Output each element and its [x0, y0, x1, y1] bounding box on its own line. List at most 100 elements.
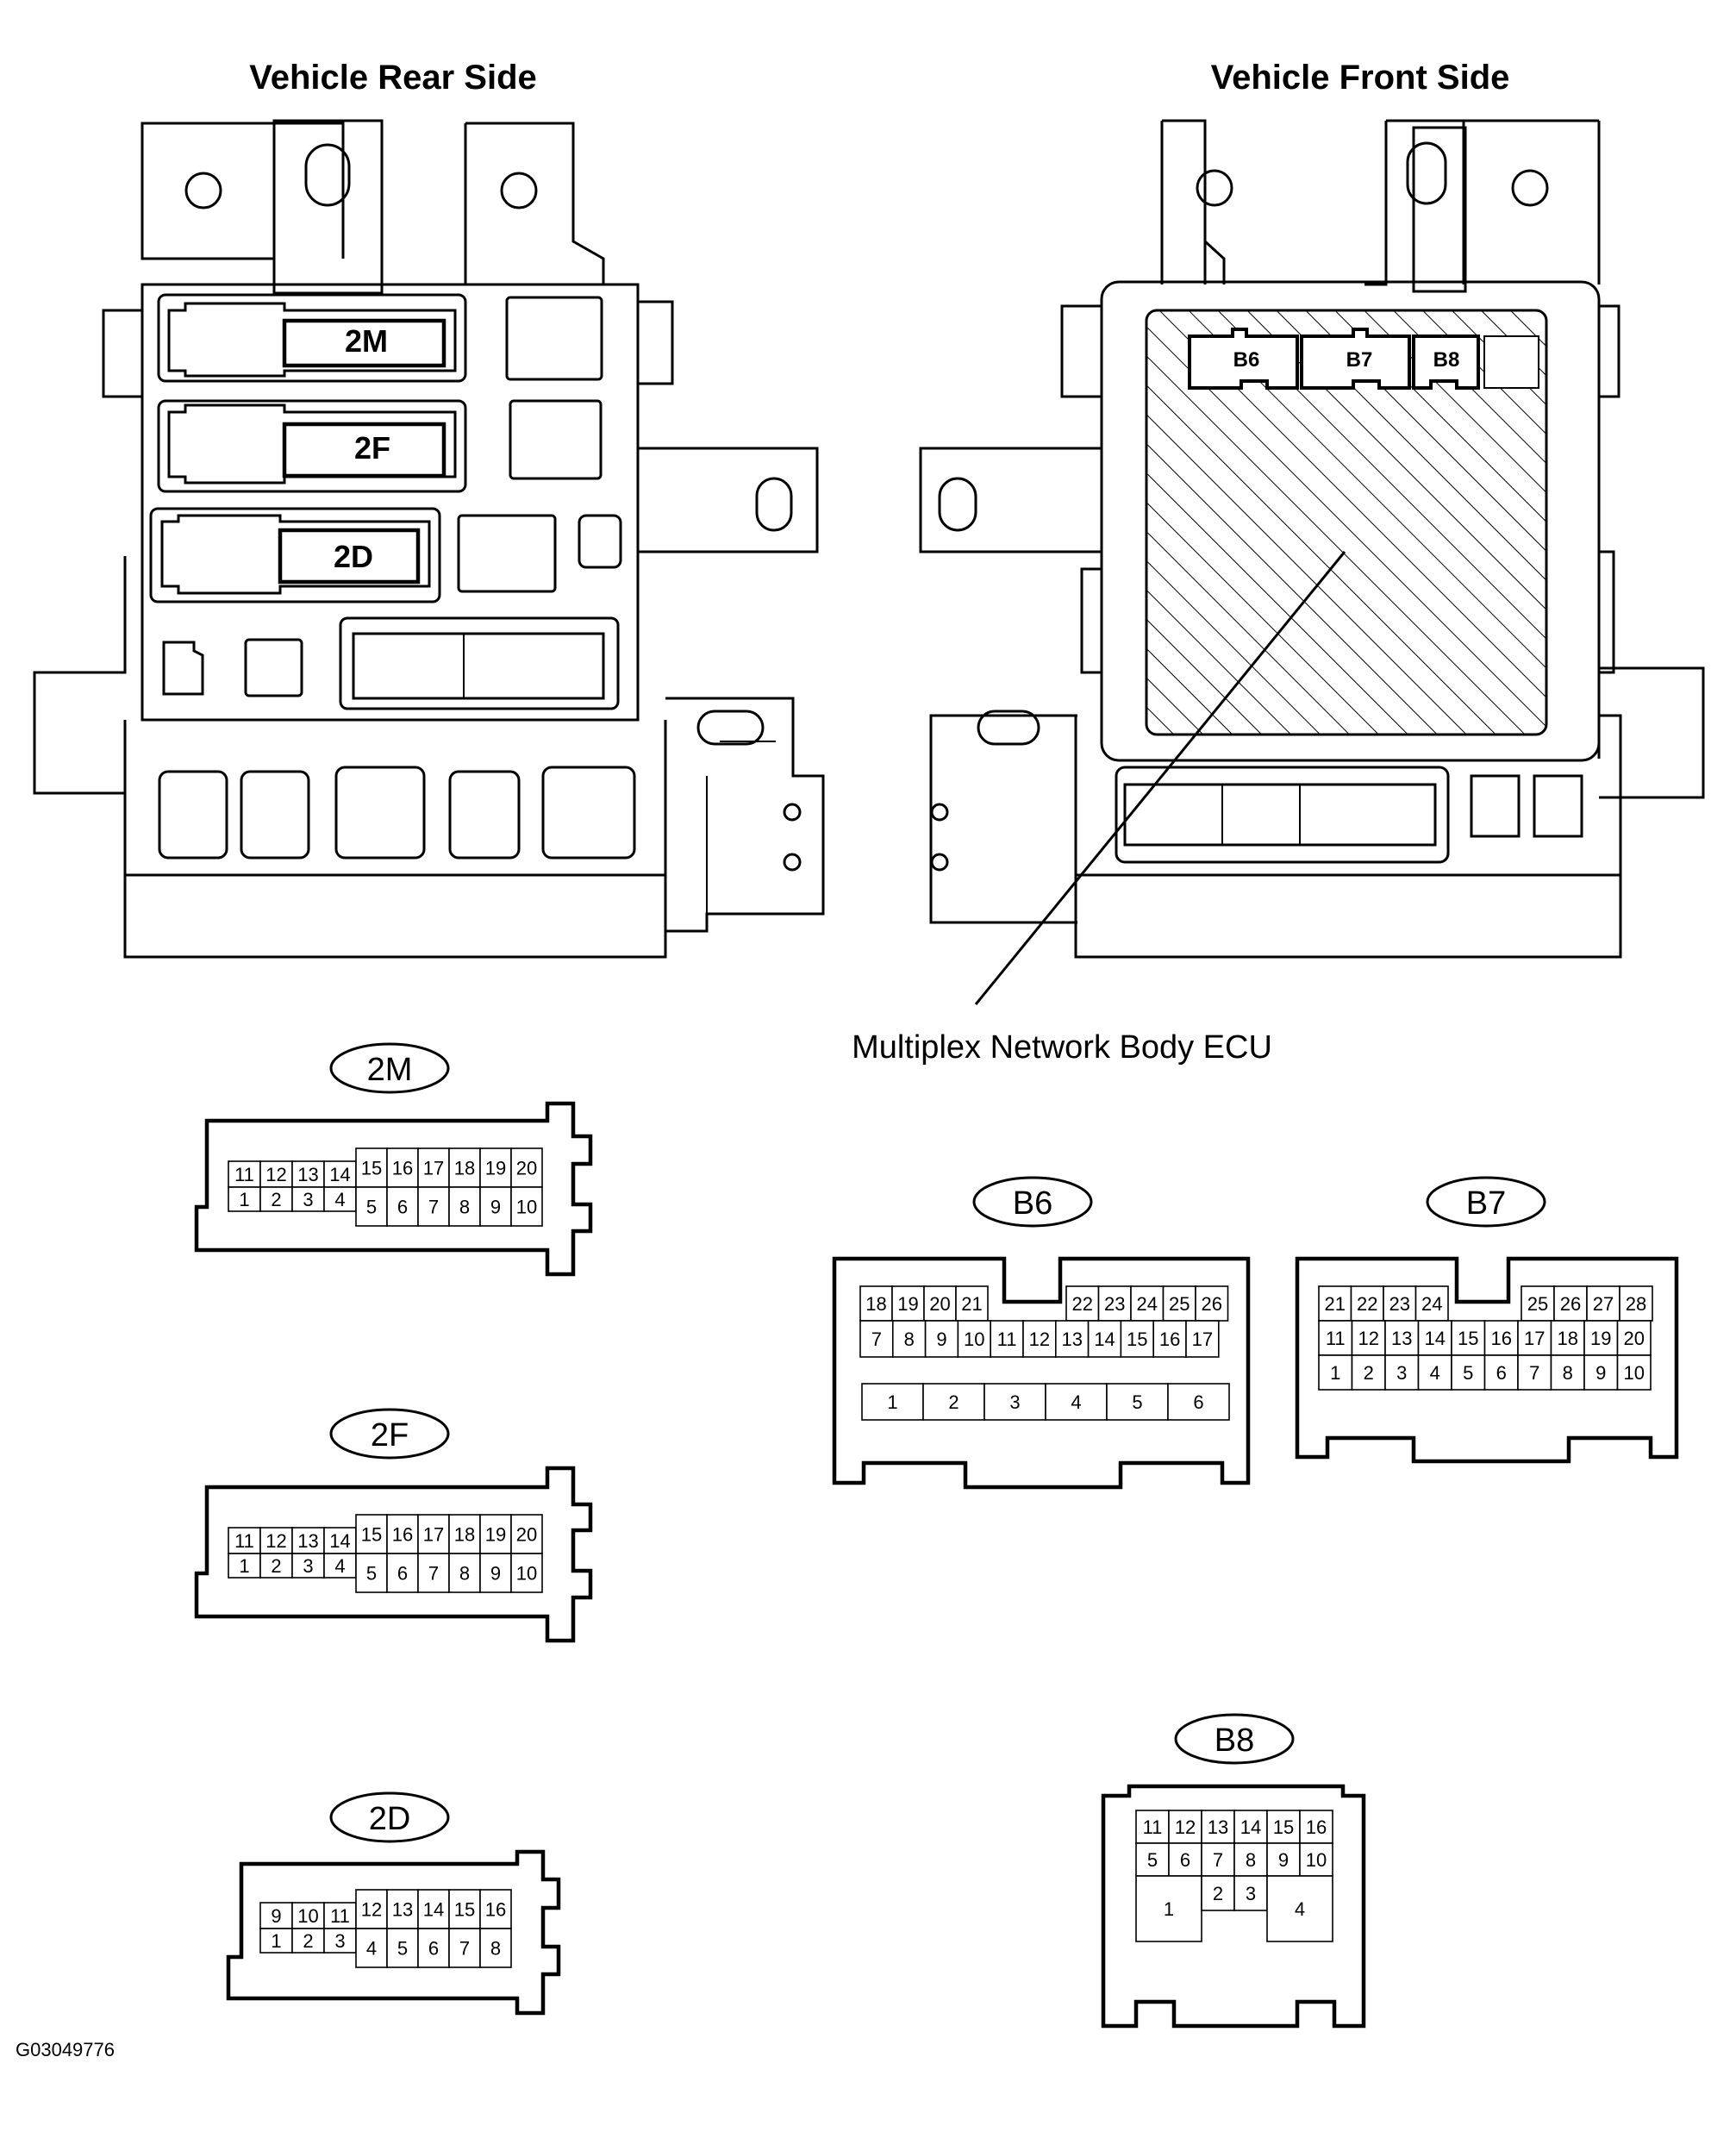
b6-pin-18-cell: [859, 1285, 893, 1322]
connector-2d-label: 2D: [369, 1801, 411, 1837]
b7-pin-24-cell: [1414, 1285, 1449, 1322]
b7-pin-1: 1: [1330, 1362, 1340, 1384]
b7-pin-20: 20: [1624, 1328, 1645, 1349]
2d-pin-6-cell: [417, 1928, 450, 1968]
2m-pin-18: 18: [454, 1157, 475, 1179]
2d-pin-14: 14: [423, 1898, 444, 1920]
b6-pin-20-cell: [923, 1285, 957, 1322]
2m-pin-2-cell: [259, 1186, 293, 1212]
2m-pin-13: 13: [297, 1164, 318, 1185]
b6-pin-6-cell: [1167, 1383, 1230, 1421]
b6-pin-17-cell: [1185, 1320, 1220, 1358]
2f-pin-4: 4: [334, 1555, 345, 1577]
2m-pin-16: 16: [392, 1157, 413, 1179]
b7-pin-5-cell: [1451, 1354, 1486, 1391]
2f-pin-3-cell: [291, 1553, 325, 1579]
b8-pin-4: 4: [1295, 1898, 1305, 1920]
b6-pin-9-cell: [924, 1320, 959, 1358]
2f-pin-15-cell: [355, 1514, 388, 1554]
b8-pin-14-cell: [1233, 1810, 1268, 1844]
2d-pin-10: 10: [297, 1905, 318, 1927]
b8-pin-15: 15: [1273, 1816, 1294, 1838]
2f-pin-16: 16: [392, 1523, 413, 1545]
b8-pin-11-cell: [1135, 1810, 1170, 1844]
b7-pin-28: 28: [1626, 1293, 1646, 1315]
b7-pin-11: 11: [1326, 1328, 1346, 1349]
b6-pin-8: 8: [904, 1329, 915, 1350]
b8-pin-10: 10: [1306, 1849, 1327, 1871]
b6-pin-13: 13: [1061, 1329, 1082, 1350]
b8-pin-1: 1: [1164, 1898, 1174, 1920]
rear-label-2m: 2M: [345, 323, 388, 359]
2m-pin-8-cell: [448, 1186, 481, 1227]
2f-pin-18: 18: [454, 1523, 475, 1545]
2f-pin-16-cell: [386, 1514, 419, 1554]
b7-pin-1-cell: [1318, 1354, 1353, 1391]
b6-pin-26: 26: [1202, 1293, 1222, 1315]
b7-pin-25: 25: [1527, 1293, 1548, 1315]
2f-pin-13-cell: [291, 1527, 325, 1554]
b7-pin-17: 17: [1524, 1328, 1545, 1349]
connector-b7-label: B7: [1466, 1185, 1506, 1222]
2d-pin-7-cell: [448, 1928, 481, 1968]
b7-pin-20-cell: [1616, 1320, 1652, 1356]
2d-pin-11: 11: [330, 1905, 350, 1927]
2m-pin-13-cell: [291, 1160, 325, 1188]
2d-pin-13: 13: [392, 1898, 413, 1920]
b7-pin-3-cell: [1384, 1354, 1420, 1391]
2f-pin-9: 9: [490, 1562, 501, 1584]
front-side-title: Vehicle Front Side: [1211, 59, 1510, 97]
b7-pin-12-cell: [1351, 1320, 1386, 1356]
b6-pin-4-cell: [1045, 1383, 1108, 1421]
2d-pin-13-cell: [386, 1889, 419, 1929]
b7-pin-27: 27: [1593, 1293, 1614, 1315]
front-label-b8: B8: [1433, 348, 1460, 372]
b8-pin-2: 2: [1213, 1883, 1223, 1904]
2d-pin-12-cell: [355, 1889, 388, 1929]
2d-pin-2: 2: [303, 1930, 313, 1952]
b6-pin-9: 9: [936, 1329, 946, 1350]
b6-pin-17: 17: [1192, 1329, 1213, 1350]
b7-pin-17-cell: [1517, 1320, 1552, 1356]
2m-pin-9-cell: [479, 1186, 512, 1227]
2d-pin-15: 15: [454, 1898, 475, 1920]
b6-pin-6: 6: [1193, 1391, 1203, 1413]
2f-pin-15: 15: [361, 1523, 382, 1545]
b6-pin-16: 16: [1159, 1329, 1180, 1350]
b8-pin-7: 7: [1213, 1849, 1223, 1871]
2f-pin-6: 6: [397, 1562, 408, 1584]
b7-pin-2: 2: [1364, 1362, 1374, 1384]
b6-pin-16-cell: [1152, 1320, 1187, 1358]
2f-pin-1: 1: [239, 1555, 249, 1577]
b6-pin-11: 11: [997, 1329, 1017, 1350]
2f-pin-2-cell: [259, 1553, 293, 1579]
b8-pin-16: 16: [1306, 1816, 1327, 1838]
2d-pin-4-cell: [355, 1928, 388, 1968]
b7-pin-9-cell: [1583, 1354, 1619, 1391]
b6-pin-2: 2: [948, 1391, 959, 1413]
2m-pin-1: 1: [239, 1189, 249, 1210]
connector-2f-label: 2F: [371, 1417, 409, 1454]
b6-pin-5-cell: [1106, 1383, 1169, 1421]
2d-pin-16-cell: [479, 1889, 512, 1929]
2m-pin-8: 8: [459, 1196, 470, 1217]
2f-pin-10-cell: [510, 1553, 543, 1593]
b8-pin-11: 11: [1143, 1816, 1163, 1838]
2f-pin-17: 17: [423, 1523, 444, 1545]
2d-pin-1: 1: [271, 1930, 281, 1952]
2f-pin-20: 20: [516, 1523, 537, 1545]
b8-pin-4-cell: [1266, 1875, 1333, 1942]
b7-pin-15: 15: [1458, 1328, 1478, 1349]
2f-pin-5-cell: [355, 1553, 388, 1593]
2d-pin-6: 6: [428, 1937, 439, 1959]
b7-pin-10: 10: [1624, 1362, 1645, 1384]
2m-pin-5: 5: [366, 1196, 377, 1217]
b6-pin-15: 15: [1127, 1329, 1147, 1350]
2m-pin-2: 2: [271, 1189, 281, 1210]
2d-pin-7: 7: [459, 1937, 470, 1959]
2f-pin-13: 13: [297, 1530, 318, 1552]
2m-pin-14-cell: [323, 1160, 357, 1188]
multiplex-ecu-hatched: [1145, 309, 1548, 736]
2f-pin-19: 19: [485, 1523, 506, 1545]
